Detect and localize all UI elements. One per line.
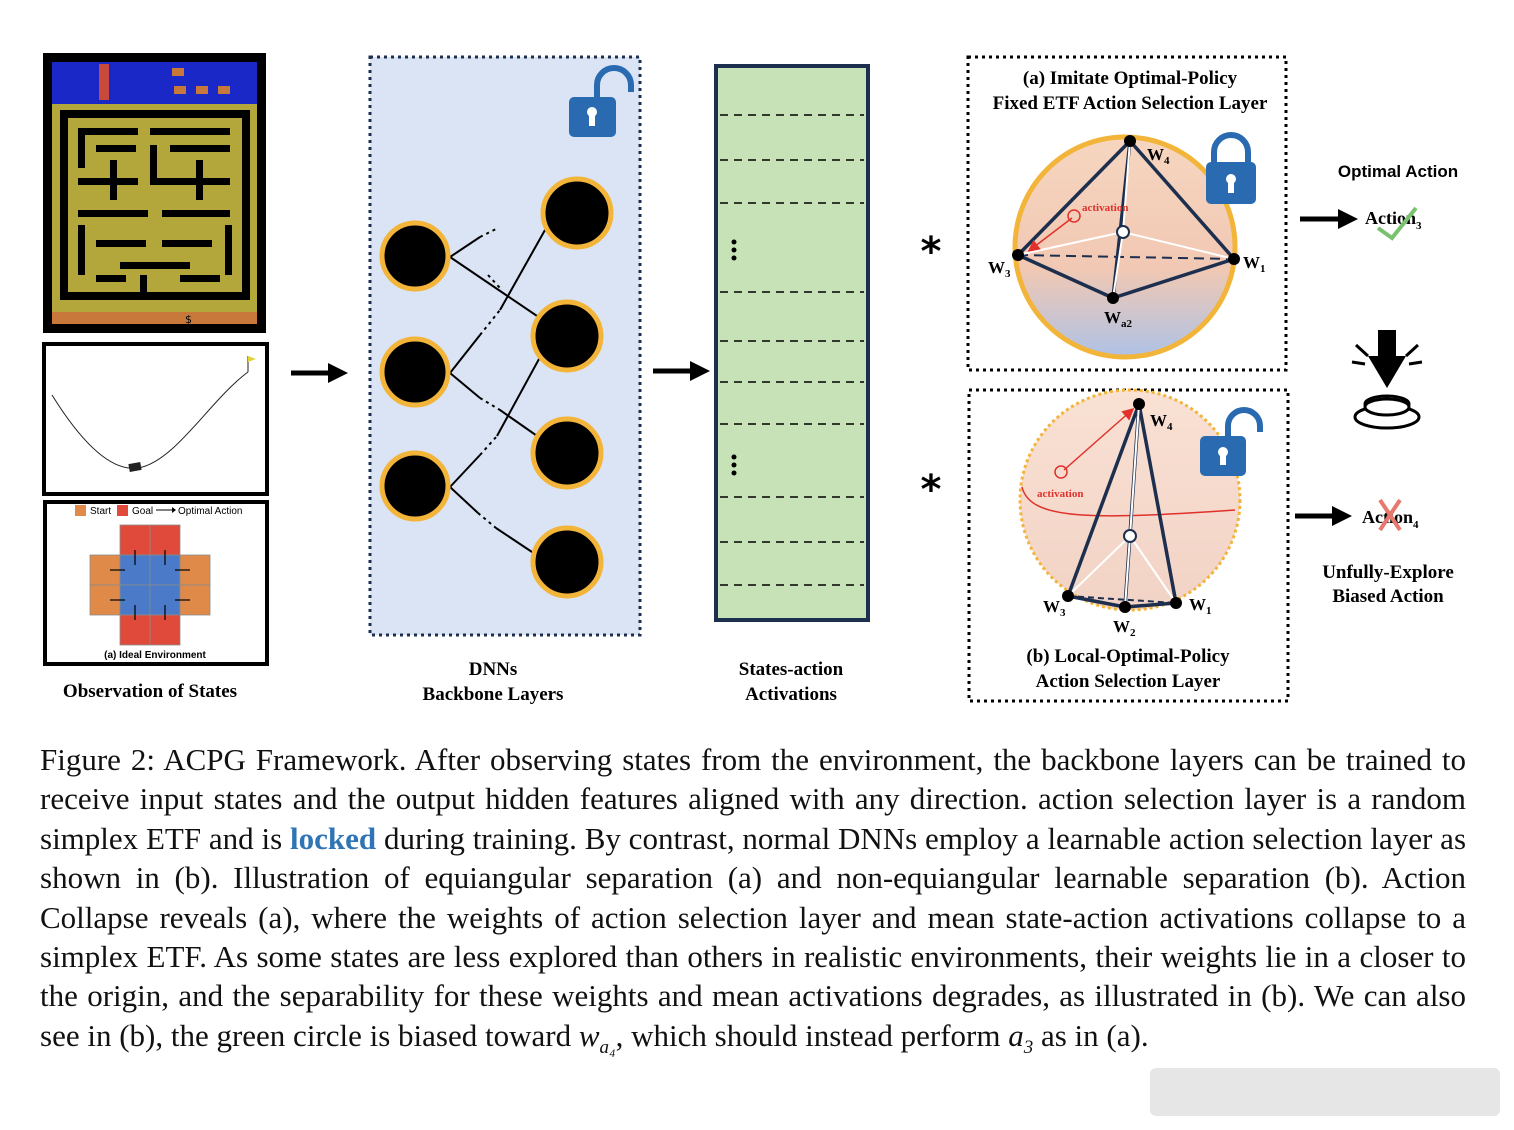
input-node: [379, 220, 451, 292]
activations-panel: States-action Activations: [714, 64, 870, 705]
activation-label-b: activation: [1037, 488, 1083, 500]
caption-text: Figure 2: ACPG Framework. After observin…: [40, 742, 1466, 856]
caption-highlight-locked: locked: [290, 820, 377, 856]
decision-boundary: [1021, 486, 1236, 517]
biased-label-line2: Biased Action: [1332, 586, 1444, 607]
vertex-label-w1: W1: [1243, 253, 1266, 275]
check-icon: [1376, 206, 1418, 241]
panel-a-title-line2: Fixed ETF Action Selection Layer: [993, 93, 1268, 114]
framework-figure: $ Start Goal Optimal Action: [42, 53, 1458, 705]
vertex-label-w3: W3: [988, 258, 1011, 280]
locked-icon: [1206, 132, 1256, 204]
vertex-label-wa2: Wa2: [1104, 308, 1133, 330]
maze-dollar: $: [185, 313, 192, 326]
vertex-label-w4: W4: [1147, 145, 1170, 167]
ellipsis-icon: [731, 239, 737, 476]
observation-label: Observation of States: [63, 681, 237, 702]
backbone-label-line1: DNNs: [469, 659, 518, 680]
legend-start: Start: [90, 506, 111, 517]
optimal-action-label: Optimal Action: [1338, 162, 1458, 181]
outcomes: Optimal Action Action3 Action4 Unfully-E…: [1295, 162, 1458, 607]
panel-b-title-line1: (b) Local-Optimal-Policy: [1026, 646, 1230, 667]
caption-math-w: w: [578, 1017, 600, 1053]
maze-walls: [52, 104, 257, 312]
caption-math-a: a: [1008, 1017, 1024, 1053]
press-button-icon: [1351, 330, 1423, 430]
caption-text: as in (a).: [1033, 1017, 1149, 1053]
observation-panel: $ Start Goal Optimal Action: [42, 53, 269, 702]
figure-caption: Figure 2: ACPG Framework. After observin…: [40, 740, 1466, 1067]
arrow-to-activations: [653, 361, 710, 381]
vertex-label-w4-b: W4: [1150, 411, 1173, 433]
hidden-node: [530, 525, 604, 599]
hidden-node: [530, 299, 604, 373]
input-node: [379, 450, 451, 522]
activations-label-line1: States-action: [739, 659, 844, 680]
input-node: [379, 336, 451, 408]
backbone-panel: DNNs Backbone Layers: [368, 55, 642, 705]
activation-label-a: activation: [1082, 202, 1128, 214]
biased-label-line1: Unfully-Explore: [1322, 562, 1454, 583]
vertex-label-w2-b: W2: [1113, 617, 1136, 639]
legend-optimal: Optimal Action: [178, 506, 242, 517]
backbone-label-line2: Backbone Layers: [423, 684, 564, 705]
cross-icon: [1378, 498, 1402, 532]
vertex-label-w1-b: W1: [1189, 595, 1212, 617]
goal-flag-icon: [248, 356, 256, 362]
panel-a-title-line1: (a) Imitate Optimal-Policy: [1023, 68, 1238, 89]
maze-sky: [52, 62, 257, 104]
caption-text: during training. By contrast, normal DNN…: [40, 820, 1467, 1053]
sphere-b: [1018, 388, 1242, 612]
multiply-symbol: *: [921, 229, 942, 275]
car-icon: [128, 462, 142, 472]
unlocked-icon: [569, 65, 634, 137]
multiply-symbol: *: [921, 467, 942, 513]
panel-b: activation W4 W3 W1 W2 (b) Local-Optimal…: [967, 388, 1290, 703]
etf-sphere-a: [1012, 134, 1238, 360]
activation-marker-b: [1054, 465, 1068, 479]
activations-label-line2: Activations: [745, 684, 837, 705]
legend-goal: Goal: [132, 506, 153, 517]
caption-math-sub: a₄: [599, 1037, 616, 1059]
panel-b-title-line2: Action Selection Layer: [1036, 671, 1221, 692]
mountain-car-frame: [42, 342, 269, 496]
caption-math-sub: 3: [1023, 1037, 1034, 1059]
hidden-node: [540, 176, 614, 250]
unlocked-icon: [1200, 407, 1263, 476]
caption-text: , which should instead perform: [615, 1017, 1009, 1053]
panel-a: (a) Imitate Optimal-Policy Fixed ETF Act…: [966, 55, 1288, 372]
watermark-overlay: [1150, 1068, 1500, 1116]
vertex-label-w3-b: W3: [1043, 597, 1066, 619]
ideal-env-label: (a) Ideal Environment: [104, 650, 206, 661]
arrow-to-backbone: [291, 363, 348, 383]
activation-marker-a: [1067, 209, 1081, 223]
hidden-node: [530, 416, 604, 490]
